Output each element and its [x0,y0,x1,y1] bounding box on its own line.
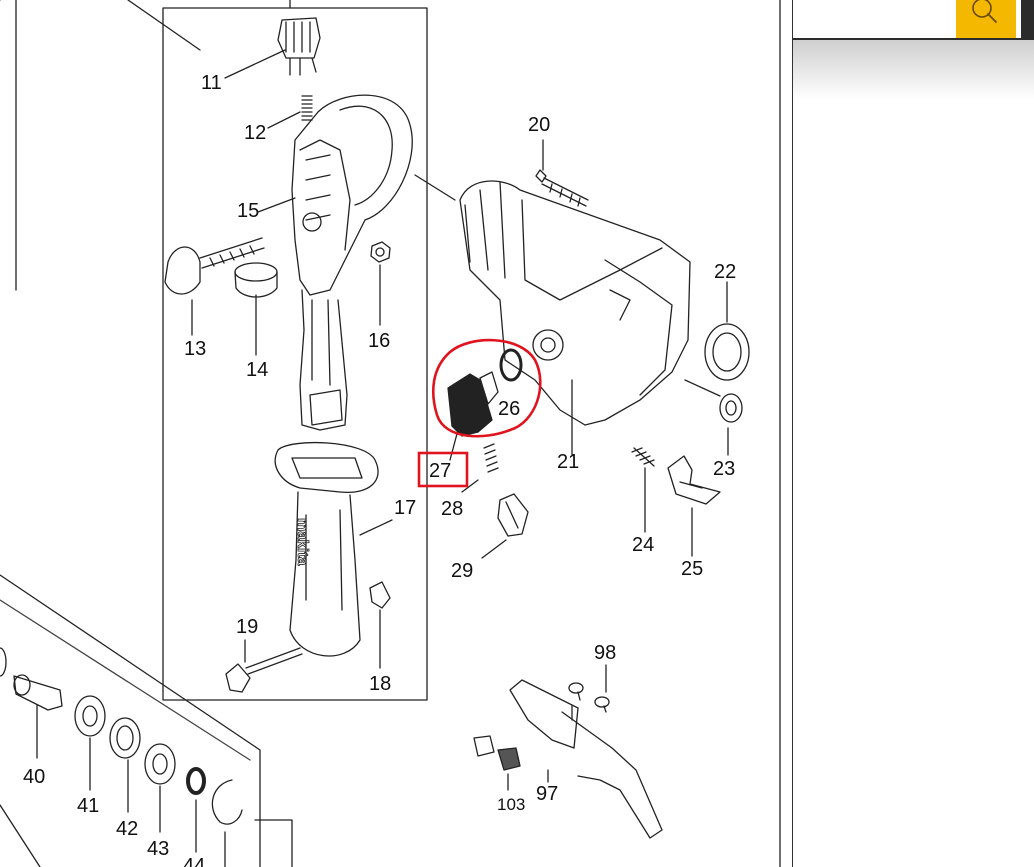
part-label-97: 97 [536,783,558,805]
panel-edge [1021,0,1034,38]
bolt-part-13 [164,237,265,336]
part-label-41: 41 [77,795,99,817]
lower-frame [0,574,261,867]
brand-text: makita [294,518,311,566]
gear-housing-part-21 [459,180,691,456]
highlight-circle [431,338,542,438]
part-label-14: 14 [246,359,268,381]
part-label-26: 26 [498,398,520,420]
part-label-44: 44 [183,855,205,867]
part-label-17: 17 [394,497,416,519]
part-label-25: 25 [681,558,703,580]
ring-part-14 [234,262,278,356]
side-panel [792,0,1034,867]
side-grip-part-17 [274,442,393,657]
part-label-21: 21 [557,451,579,473]
part-label-23: 23 [713,458,735,480]
nuts-part-103 [473,735,521,791]
spring-part-28 [461,443,499,493]
parts-diagram: 11 12 13 14 15 16 17 18 19 20 21 22 23 2… [0,0,781,867]
pin-part-19 [225,639,303,693]
part-label-18: 18 [369,673,391,695]
handle-group-frame [162,7,428,701]
clip-part-18 [369,581,391,669]
lever-part-29 [481,493,529,559]
part-label-103: 103 [497,795,525,814]
latch-part-25 [667,455,721,557]
seal-ring-part-22 [704,281,750,381]
panel-shadow [793,40,1034,100]
part-label-12: 12 [244,122,266,144]
connector-part-11 [224,17,321,79]
search-icon [972,0,997,23]
chuck-parts-lower [0,647,243,867]
knob-part-27 [447,371,499,461]
search-button[interactable] [956,0,1016,38]
part-label-40: 40 [23,766,45,788]
o-ring-part-26 [499,348,523,382]
part-label-13: 13 [184,338,206,360]
screw-part-20 [535,139,589,207]
spring-part-24 [631,447,655,533]
handle-assembly-part-15 [257,94,413,431]
part-label-11: 11 [201,72,222,94]
nut-part-16 [370,241,391,326]
handle-bar-part-97 [509,679,663,839]
screws-part-98 [568,664,610,713]
bearing-part-23 [684,379,743,456]
part-label-98: 98 [594,642,616,664]
part-label-16: 16 [368,330,390,352]
part-label-15: 15 [237,200,259,222]
part-label-19: 19 [236,616,258,638]
panel-toolbar [793,0,1034,40]
highlight-box-27 [417,451,469,488]
part-label-29: 29 [451,560,473,582]
part-label-27: 27 [429,460,451,482]
part-label-42: 42 [116,818,138,840]
part-label-22: 22 [714,261,736,283]
part-label-24: 24 [632,534,654,556]
part-label-28: 28 [441,498,463,520]
part-label-20: 20 [528,114,550,136]
part-label-43: 43 [147,838,169,860]
spring-part-12 [267,95,313,129]
